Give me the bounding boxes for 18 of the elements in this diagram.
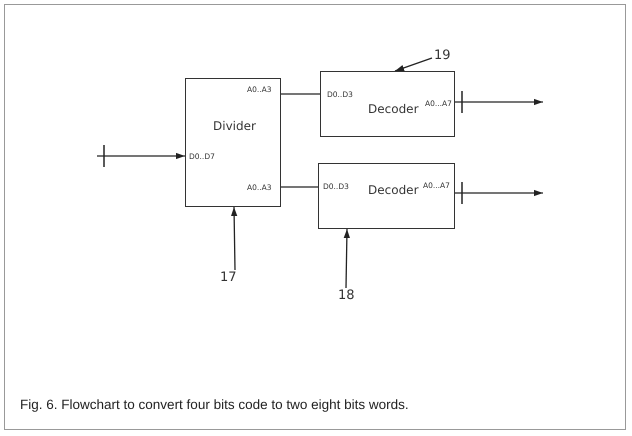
leader-line	[394, 57, 432, 72]
figure-caption: Fig. 6. Flowchart to convert four bits code to two eight bits words.	[20, 396, 410, 414]
callout-number: 17	[220, 270, 237, 285]
bus-line	[281, 93, 320, 95]
leader-line	[344, 228, 350, 288]
arrow	[97, 152, 185, 160]
leader-line	[230, 206, 238, 270]
arrow	[455, 190, 543, 196]
arrow	[455, 98, 543, 106]
block-label: Decoder	[368, 102, 418, 116]
block-label: Divider	[213, 119, 256, 133]
block-box	[318, 163, 455, 229]
callout-number: 18	[338, 288, 355, 303]
block-box	[185, 78, 281, 207]
callout-number: 19	[434, 48, 451, 63]
block-box	[320, 71, 455, 137]
bus-line	[281, 186, 318, 188]
block-label: Decoder	[368, 183, 418, 197]
